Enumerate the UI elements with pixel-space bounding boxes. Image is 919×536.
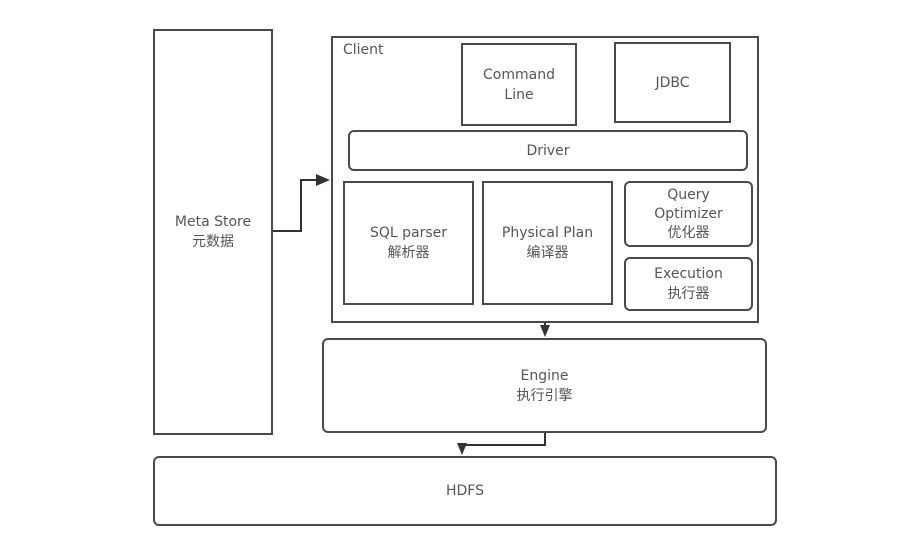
engine-node: Engine 执行引擎 <box>322 338 767 433</box>
execution-node: Execution 执行器 <box>624 257 753 311</box>
query-optimizer-label-1: Query <box>667 186 710 203</box>
arrowhead-icon <box>540 325 550 337</box>
execution-title: Execution <box>654 266 723 282</box>
sql-parser-title: SQL parser <box>369 225 448 241</box>
hdfs-label: HDFS <box>445 483 484 499</box>
sql-parser-node: SQL parser 解析器 <box>343 181 474 305</box>
query-optimizer-subtitle: 优化器 <box>667 224 710 241</box>
edge-metastore-to-client <box>273 174 330 232</box>
arrowhead-icon <box>316 174 330 186</box>
jdbc-label: JDBC <box>655 74 690 91</box>
engine-title: Engine <box>520 367 569 384</box>
physical-plan-title: Physical Plan <box>501 225 594 241</box>
engine-subtitle: 执行引擎 <box>516 387 573 404</box>
edge-engine-to-hdfs <box>457 433 546 455</box>
edge-client-to-engine <box>540 323 550 337</box>
query-optimizer-node: Query Optimizer 优化器 <box>624 181 753 247</box>
execution-subtitle: 执行器 <box>667 286 710 302</box>
jdbc-node: JDBC <box>614 42 731 123</box>
driver-node: Driver <box>348 130 748 171</box>
hdfs-node: HDFS <box>153 456 777 526</box>
command-line-label-2: Line <box>504 86 534 103</box>
driver-label: Driver <box>526 142 570 159</box>
command-line-label-1: Command <box>483 66 555 83</box>
query-optimizer-label-2: Optimizer <box>654 205 723 222</box>
command-line-node: Command Line <box>461 43 577 126</box>
physical-plan-node: Physical Plan 编译器 <box>482 181 613 305</box>
sql-parser-subtitle: 解析器 <box>387 245 430 261</box>
meta-store-title: Meta Store <box>174 214 252 230</box>
meta-store-subtitle: 元数据 <box>192 234 234 250</box>
client-label: Client <box>343 42 384 58</box>
arrowhead-icon <box>457 443 467 455</box>
physical-plan-subtitle: 编译器 <box>526 245 569 261</box>
meta-store-node: Meta Store 元数据 <box>153 29 273 435</box>
